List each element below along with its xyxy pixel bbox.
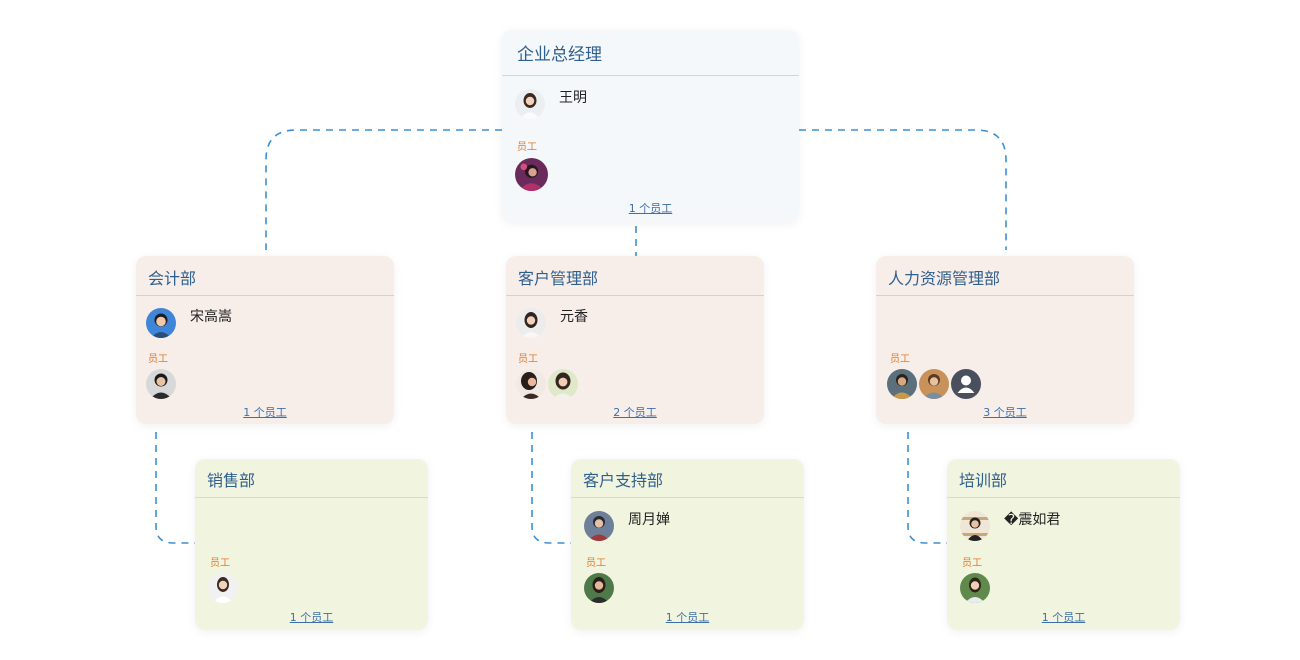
connector-customer-support xyxy=(531,432,571,544)
staff-avatar-icon[interactable] xyxy=(515,158,548,191)
manager: 周月婵 xyxy=(584,511,670,541)
card-title: 客户支持部 xyxy=(571,459,804,498)
manager-name: 元香 xyxy=(560,309,588,325)
card-title: 企业总经理 xyxy=(502,30,799,76)
manager-name: 周月婵 xyxy=(628,512,670,528)
card-sales[interactable]: 销售部 员工 1 个员工 xyxy=(195,459,428,630)
staff-avatars xyxy=(208,573,240,603)
manager: 元香 xyxy=(516,308,588,338)
staff-avatar-icon[interactable] xyxy=(516,369,546,399)
manager-avatar-icon[interactable] xyxy=(515,89,545,119)
employee-count-link[interactable]: 2 个员工 xyxy=(613,406,657,419)
staff-avatar-icon[interactable] xyxy=(208,573,238,603)
staff-avatars xyxy=(515,158,550,191)
staff-label: 员工 xyxy=(210,558,230,569)
employee-count-link[interactable]: 1 个员工 xyxy=(289,611,334,624)
staff-label: 员工 xyxy=(962,558,982,569)
card-title: 培训部 xyxy=(947,459,1180,498)
staff-label: 员工 xyxy=(890,354,910,365)
employee-count-link[interactable]: 1 个员工 xyxy=(628,202,673,215)
staff-avatars xyxy=(960,573,992,603)
card-title: 人力资源管理部 xyxy=(876,256,1134,296)
staff-label: 员工 xyxy=(517,142,537,153)
manager-avatar-icon[interactable] xyxy=(516,308,546,338)
staff-avatar-icon[interactable] xyxy=(584,573,614,603)
connector-accounting-sales xyxy=(155,432,195,544)
manager: 王明 xyxy=(515,89,587,119)
connector-root-accounting xyxy=(265,129,502,250)
card-accounting[interactable]: 会计部 宋高嵩 员工 1 个员工 xyxy=(136,256,394,424)
manager-name: �震如君 xyxy=(1004,512,1061,528)
staff-label: 员工 xyxy=(518,354,538,365)
staff-avatars xyxy=(887,369,983,399)
staff-avatar-icon[interactable] xyxy=(919,369,949,399)
connector-hr-training xyxy=(907,432,947,544)
manager-name: 王明 xyxy=(559,90,587,106)
card-title: 销售部 xyxy=(195,459,428,498)
card-training[interactable]: 培训部 �震如君 员工 1 个员工 xyxy=(947,459,1180,630)
card-human-resources[interactable]: 人力资源管理部 员工 3 个员工 xyxy=(876,256,1134,424)
staff-avatars xyxy=(146,369,178,399)
employee-count-link[interactable]: 3 个员工 xyxy=(983,406,1027,419)
connector-root-hr xyxy=(799,129,1007,250)
staff-avatars xyxy=(516,369,580,399)
manager-name: 宋高嵩 xyxy=(190,309,232,325)
manager-avatar-icon[interactable] xyxy=(146,308,176,338)
manager: �震如君 xyxy=(960,511,1060,541)
staff-avatar-icon[interactable] xyxy=(960,573,990,603)
staff-label: 员工 xyxy=(586,558,606,569)
staff-avatar-icon[interactable] xyxy=(548,369,578,399)
manager-avatar-icon[interactable] xyxy=(584,511,614,541)
employee-count-link[interactable]: 1 个员工 xyxy=(243,406,287,419)
default-user-icon[interactable] xyxy=(951,369,981,399)
card-general-manager[interactable]: 企业总经理 王明 员工 1 个员工 xyxy=(502,30,799,222)
employee-count-link[interactable]: 1 个员工 xyxy=(1041,611,1086,624)
card-title: 客户管理部 xyxy=(506,256,764,296)
card-customer-management[interactable]: 客户管理部 元香 员工 2 个员工 xyxy=(506,256,764,424)
manager-avatar-icon[interactable] xyxy=(960,511,990,541)
staff-avatars xyxy=(584,573,616,603)
card-title: 会计部 xyxy=(136,256,394,296)
employee-count-link[interactable]: 1 个员工 xyxy=(665,611,710,624)
manager: 宋高嵩 xyxy=(146,308,232,338)
staff-avatar-icon[interactable] xyxy=(887,369,917,399)
staff-avatar-icon[interactable] xyxy=(146,369,176,399)
card-customer-support[interactable]: 客户支持部 周月婵 员工 1 个员工 xyxy=(571,459,804,630)
staff-label: 员工 xyxy=(148,354,168,365)
